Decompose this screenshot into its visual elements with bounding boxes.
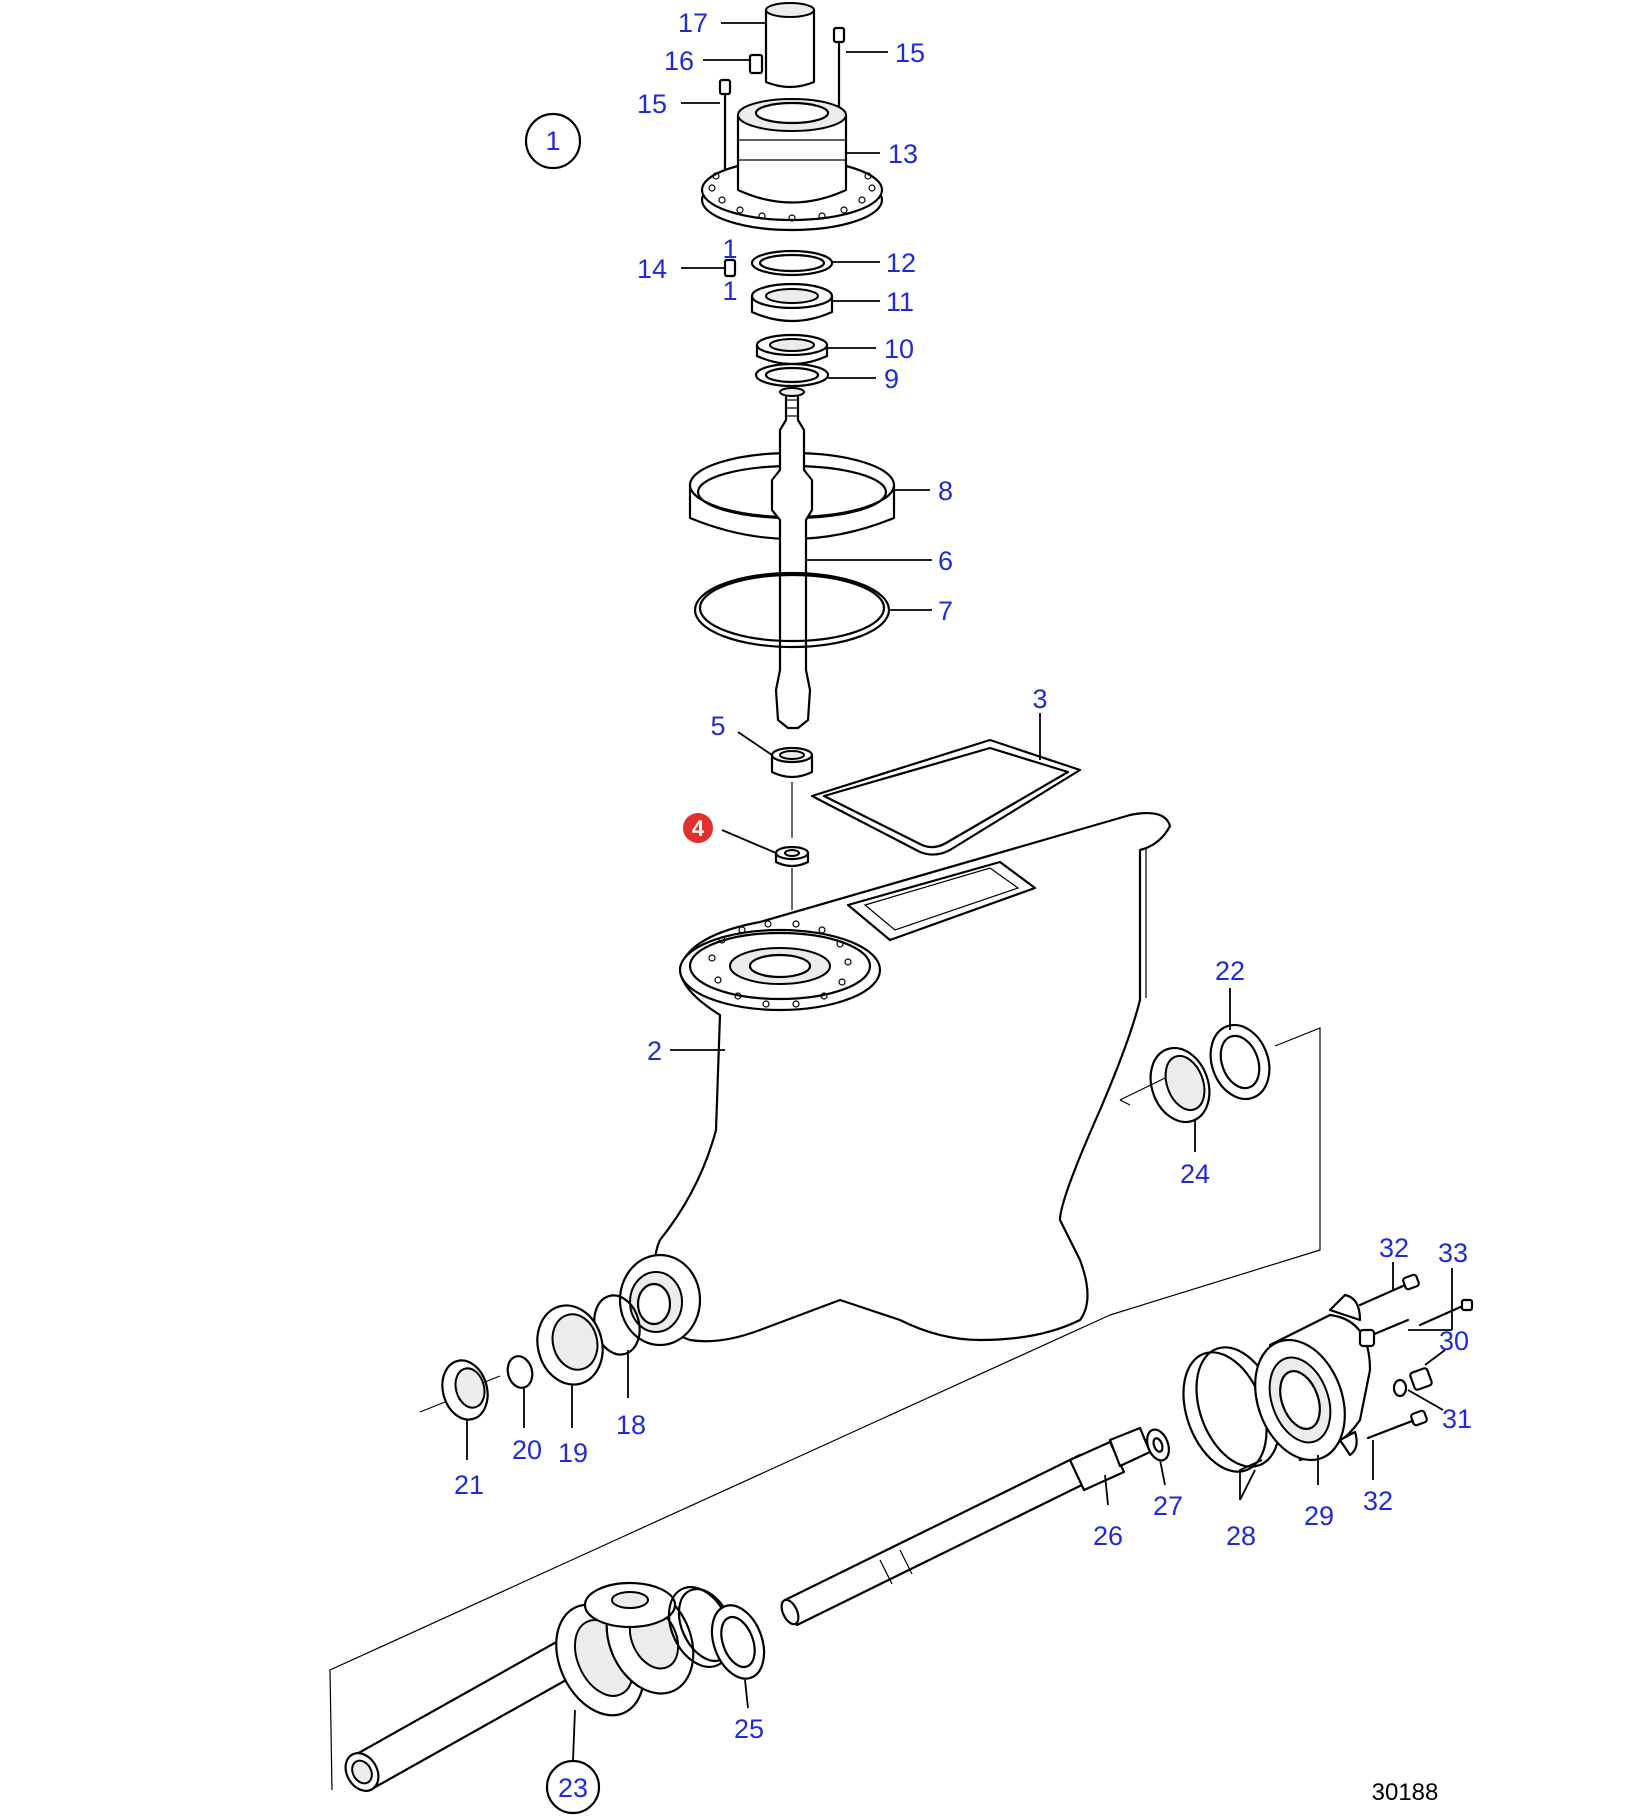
part-25-shim[interactable] bbox=[702, 1598, 773, 1686]
callout-29[interactable]: 29 bbox=[1304, 1501, 1334, 1531]
callout-2[interactable]: 2 bbox=[647, 1036, 662, 1066]
part-6-vertical-shaft[interactable] bbox=[770, 387, 814, 730]
callout-16[interactable]: 16 bbox=[664, 46, 694, 76]
callout-15-left[interactable]: 15 bbox=[637, 89, 667, 119]
callout-20[interactable]: 20 bbox=[512, 1435, 542, 1465]
callout-27[interactable]: 27 bbox=[1153, 1491, 1183, 1521]
callout-group-1[interactable]: 1 bbox=[524, 112, 582, 170]
part-2-gear-housing[interactable] bbox=[618, 811, 1172, 1347]
part-20-o-ring[interactable] bbox=[504, 1353, 535, 1390]
callout-group-23[interactable]: 23 bbox=[545, 1759, 601, 1815]
callout-15-right[interactable]: 15 bbox=[895, 38, 925, 68]
housing-bolt-holes bbox=[708, 920, 852, 1008]
drawing-number: 30188 bbox=[1372, 1779, 1439, 1806]
callout-24[interactable]: 24 bbox=[1180, 1159, 1210, 1189]
callout-18[interactable]: 18 bbox=[616, 1410, 646, 1440]
callout-4-label: 4 bbox=[692, 816, 705, 841]
part-16-pin[interactable] bbox=[748, 53, 764, 75]
part-29-bearing-housing[interactable] bbox=[1239, 1293, 1372, 1473]
part-27-washer[interactable] bbox=[1143, 1427, 1173, 1464]
part-23-propeller-shaft[interactable] bbox=[339, 1572, 744, 1796]
part-10-bearing[interactable] bbox=[755, 333, 829, 366]
callout-4-highlighted[interactable]: 4 bbox=[683, 813, 713, 843]
callout-28[interactable]: 28 bbox=[1226, 1521, 1256, 1551]
callout-19[interactable]: 19 bbox=[558, 1438, 588, 1468]
part-31-seal-washer[interactable] bbox=[1392, 1378, 1408, 1398]
part-24-bearing-cup[interactable] bbox=[1141, 1040, 1220, 1131]
part-22-shim[interactable] bbox=[1201, 1017, 1280, 1108]
callout-26[interactable]: 26 bbox=[1093, 1521, 1123, 1551]
callout-8[interactable]: 8 bbox=[938, 476, 953, 506]
part-21-seal[interactable] bbox=[436, 1355, 494, 1424]
callout-32-top[interactable]: 32 bbox=[1379, 1233, 1409, 1263]
part-3-gasket[interactable] bbox=[810, 738, 1082, 856]
callout-7[interactable]: 7 bbox=[938, 596, 953, 626]
callout-9[interactable]: 9 bbox=[884, 364, 899, 394]
callout-17[interactable]: 17 bbox=[678, 8, 708, 38]
assembly-leader-25 bbox=[1119, 1077, 1166, 1101]
callout-1-label: 1 bbox=[545, 126, 560, 156]
assembly-bracket-lower bbox=[329, 1314, 1111, 1791]
callout-25[interactable]: 25 bbox=[734, 1714, 764, 1744]
part-17-tube[interactable] bbox=[764, 2, 816, 89]
callout-14-ref-top[interactable]: 1 bbox=[722, 234, 737, 264]
part-12-ring[interactable] bbox=[750, 249, 834, 277]
callout-31[interactable]: 31 bbox=[1442, 1404, 1472, 1434]
callout-21[interactable]: 21 bbox=[454, 1470, 484, 1500]
callout-5[interactable]: 5 bbox=[710, 711, 725, 741]
part-9-ring[interactable] bbox=[754, 362, 830, 388]
part-5-bearing[interactable] bbox=[770, 746, 814, 779]
callout-32-bottom[interactable]: 32 bbox=[1363, 1486, 1393, 1516]
callout-23-label: 23 bbox=[558, 1773, 588, 1803]
callout-33[interactable]: 33 bbox=[1438, 1238, 1468, 1268]
part-4-nut[interactable] bbox=[774, 845, 810, 868]
callout-22[interactable]: 22 bbox=[1215, 956, 1245, 986]
callout-14[interactable]: 14 bbox=[637, 254, 667, 284]
callout-3[interactable]: 3 bbox=[1032, 684, 1047, 714]
part-19-seal-holder[interactable] bbox=[529, 1298, 612, 1392]
part-33-studs[interactable] bbox=[1358, 1298, 1474, 1348]
callout-11[interactable]: 11 bbox=[886, 287, 914, 317]
part-11-bearing[interactable] bbox=[750, 282, 834, 323]
callout-14-ref-bottom[interactable]: 1 bbox=[722, 276, 737, 306]
assembly-bracket-upper bbox=[1109, 1027, 1321, 1316]
leader-lines bbox=[466, 22, 1453, 1761]
callout-30[interactable]: 30 bbox=[1439, 1326, 1469, 1356]
part-15-bolt-left[interactable] bbox=[718, 78, 732, 182]
part-30-plug[interactable] bbox=[1409, 1367, 1433, 1391]
part-32-bolt-upper[interactable] bbox=[1358, 1273, 1420, 1307]
part-32-bolt-lower[interactable] bbox=[1366, 1409, 1428, 1440]
callout-6[interactable]: 6 bbox=[938, 546, 953, 576]
callout-10[interactable]: 10 bbox=[884, 334, 914, 364]
flange-bolt-holes bbox=[708, 172, 876, 222]
part-15-bolt-right[interactable] bbox=[832, 26, 846, 120]
callout-13[interactable]: 13 bbox=[888, 139, 918, 169]
part-13-flange-housing[interactable] bbox=[700, 98, 884, 232]
callout-12[interactable]: 12 bbox=[886, 248, 916, 278]
